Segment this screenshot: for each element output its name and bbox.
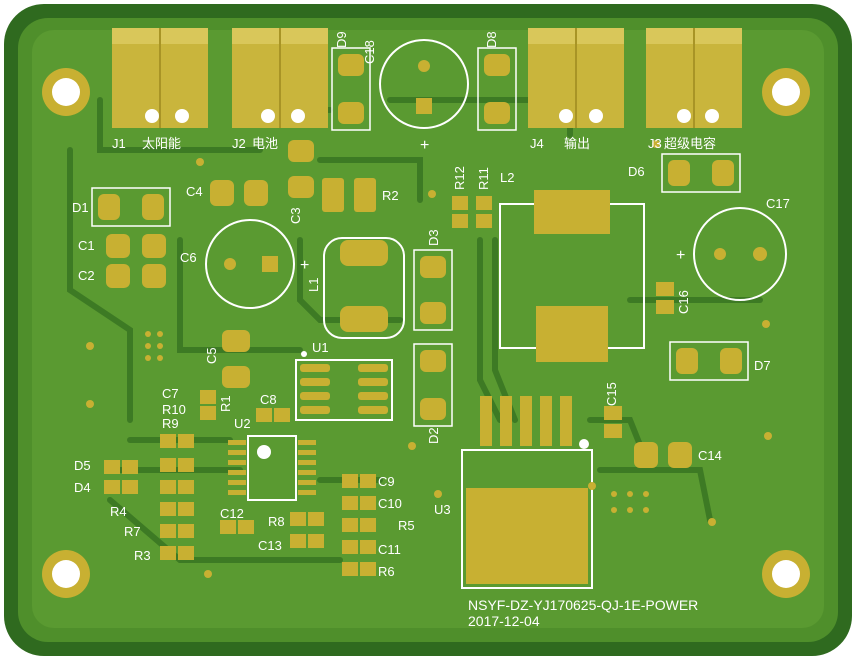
- label-J4: J4: [530, 136, 544, 151]
- regulator-U3: [461, 396, 593, 589]
- label-C9: C9: [378, 474, 395, 489]
- copper-pour: [32, 30, 824, 628]
- label-U3: U3: [434, 502, 451, 517]
- label-C11: C11: [378, 542, 401, 557]
- capacitor-C17: +: [676, 207, 787, 301]
- label-J4-desc: 输出: [564, 136, 590, 151]
- label-J2: J2: [232, 136, 246, 151]
- label-R12: R12: [452, 166, 467, 190]
- connector-J1: [112, 28, 208, 128]
- label-R10: R10: [162, 402, 186, 417]
- label-R9: R9: [162, 416, 179, 431]
- label-U1: U1: [312, 340, 329, 355]
- label-R5: R5: [398, 518, 415, 533]
- label-J1-desc: 太阳能: [142, 136, 181, 151]
- label-J3-desc: 超级电容: [664, 136, 716, 151]
- label-C7: C7: [162, 386, 179, 401]
- label-C15: C15: [604, 382, 619, 406]
- label-R6: R6: [378, 564, 395, 579]
- label-D8: D8: [484, 31, 499, 48]
- label-R4: R4: [110, 504, 127, 519]
- label-R7: R7: [124, 524, 141, 539]
- diodes: [98, 54, 742, 420]
- label-J2-desc: 电池: [252, 136, 278, 151]
- connector-J4: [528, 28, 624, 128]
- label-C4: C4: [186, 184, 203, 199]
- board-id-text: NSYF-DZ-YJ170625-QJ-1E-POWER: [468, 597, 698, 613]
- label-D4: D4: [74, 480, 91, 495]
- label-C6: C6: [180, 250, 197, 265]
- label-C5: C5: [204, 347, 219, 364]
- label-R8: R8: [268, 514, 285, 529]
- label-C13: C13: [258, 538, 282, 553]
- label-D9: D9: [334, 31, 349, 48]
- connector-J3: [646, 28, 742, 128]
- label-C10: C10: [378, 496, 402, 511]
- board-date-text: 2017-12-04: [468, 613, 540, 629]
- mounting-holes: [42, 68, 810, 598]
- label-D6: D6: [628, 164, 645, 179]
- smd-pads: [104, 140, 692, 576]
- label-R3: R3: [134, 548, 151, 563]
- silkscreen-labels: J1 太阳能 J2 电池 J4 输出 J3 超级电容 D9 C18 D8 D1 …: [72, 31, 790, 629]
- svg-text:+: +: [420, 137, 429, 154]
- inductor-L1: [323, 237, 405, 339]
- label-R2: R2: [382, 188, 399, 203]
- label-U2: U2: [234, 416, 251, 431]
- inductor-L2: [499, 190, 645, 362]
- ic-U2: [228, 435, 316, 501]
- capacitor-C6: +: [205, 219, 309, 309]
- label-D5: D5: [74, 458, 91, 473]
- svg-text:+: +: [300, 257, 309, 274]
- diode-outlines: [91, 47, 749, 427]
- ic-U1: [295, 351, 393, 421]
- label-C3: C3: [288, 207, 303, 224]
- label-C18: C18: [362, 40, 377, 64]
- label-D2: D2: [426, 427, 441, 444]
- connector-J2: [232, 28, 328, 128]
- vias: [86, 140, 772, 578]
- label-R11: R11: [476, 167, 491, 190]
- label-L1: L1: [306, 278, 321, 292]
- label-D7: D7: [754, 358, 771, 373]
- label-C16: C16: [676, 290, 691, 314]
- label-D3: D3: [426, 229, 441, 246]
- label-J1: J1: [112, 136, 126, 151]
- label-L2: L2: [500, 170, 514, 185]
- label-C14: C14: [698, 448, 722, 463]
- label-D1: D1: [72, 200, 89, 215]
- label-C2: C2: [78, 268, 95, 283]
- capacitor-C18: +: [379, 39, 469, 154]
- label-C1: C1: [78, 238, 95, 253]
- svg-text:+: +: [676, 247, 685, 264]
- label-R1: R1: [218, 395, 233, 412]
- label-C8: C8: [260, 392, 277, 407]
- label-J3: J3: [648, 136, 662, 151]
- label-C17: C17: [766, 196, 790, 211]
- label-C12: C12: [220, 506, 244, 521]
